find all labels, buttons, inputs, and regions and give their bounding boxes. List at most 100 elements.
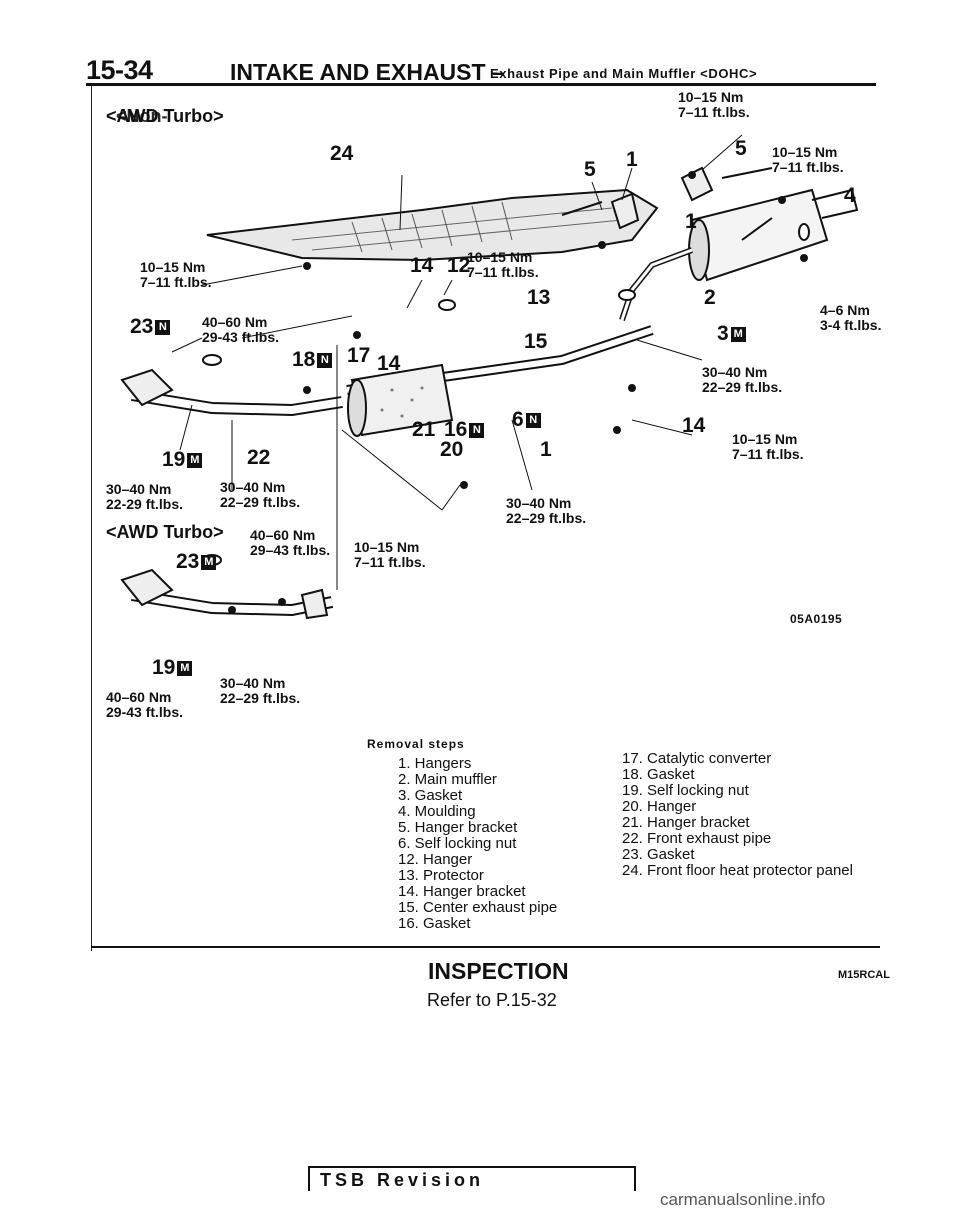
- removal-step: 1. Hangers: [398, 755, 472, 772]
- callout-number: 5: [584, 158, 596, 181]
- torque-imperial: 22-29 ft.lbs.: [106, 496, 184, 512]
- callout-number: 5: [735, 137, 747, 160]
- callout-number: 3: [717, 322, 729, 345]
- callout-number: 21: [412, 418, 436, 441]
- callout-number: 1: [540, 438, 552, 461]
- removal-step: 2. Main muffler: [398, 771, 497, 788]
- heat-protector-panel: [206, 188, 659, 262]
- callout-number: 19: [152, 656, 176, 679]
- callout: 20: [440, 438, 463, 462]
- callout-number: 17: [347, 344, 371, 367]
- torque-metric: 10–15 Nm: [354, 539, 420, 555]
- inspection-code: M15RCAL: [838, 969, 890, 981]
- front-exhaust-pipe: [120, 368, 343, 417]
- torque-metric: 30–40 Nm: [220, 479, 286, 495]
- callout: 14: [410, 254, 433, 278]
- torque-imperial: 7–11 ft.lbs.: [140, 274, 212, 290]
- removal-step: 23. Gasket: [622, 846, 695, 863]
- torque-metric: 40–60 Nm: [202, 314, 268, 330]
- section-rule: [91, 946, 880, 948]
- torque-metric: 40–60 Nm: [106, 689, 172, 705]
- removal-step: 5. Hanger bracket: [398, 819, 518, 836]
- removal-step: 6. Self locking nut: [398, 835, 517, 852]
- torque-imperial: 22–29 ft.lbs.: [220, 690, 301, 706]
- removal-step: 16. Gasket: [398, 915, 471, 932]
- removal-step: 3. Gasket: [398, 787, 463, 804]
- main-muffler: [619, 188, 859, 321]
- torque-metric: 30–40 Nm: [106, 481, 172, 497]
- figure-code: 05A0195: [790, 612, 843, 626]
- torque-imperial: 29–43 ft.lbs.: [250, 542, 331, 558]
- removal-step: 20. Hanger: [622, 798, 697, 815]
- torque-imperial: 7–11 ft.lbs.: [772, 159, 844, 175]
- torque-imperial: 22–29 ft.lbs.: [702, 379, 783, 395]
- tsb-revision-box: TSB Revision: [308, 1166, 636, 1191]
- callout-number: 18: [292, 348, 316, 371]
- callout-number: 19: [162, 448, 186, 471]
- callout: 5: [735, 137, 747, 161]
- callout: 2: [704, 286, 716, 310]
- removal-step: 15. Center exhaust pipe: [398, 899, 558, 916]
- removal-step: 24. Front floor heat protector panel: [622, 862, 853, 879]
- removal-step: 17. Catalytic converter: [622, 750, 772, 767]
- callout-number: 12: [447, 254, 471, 277]
- torque-imperial: 29-43 ft.lbs.: [202, 329, 280, 345]
- callout: 12: [447, 254, 470, 278]
- callout-number: 2: [704, 286, 716, 309]
- part-marker-badge: N: [525, 412, 541, 428]
- part-marker-badge: N: [469, 422, 485, 438]
- callout: 22: [247, 446, 270, 470]
- callout-number: 23: [176, 550, 200, 573]
- torque-metric: 4–6 Nm: [820, 302, 870, 318]
- part-marker-badge: N: [155, 319, 171, 335]
- variant-label-bottom: <AWD Turbo>: [106, 522, 224, 542]
- callout-number: 23: [130, 315, 154, 338]
- part-marker-badge: M: [177, 660, 193, 676]
- section-title: INTAKE AND EXHAUST –: [230, 59, 505, 85]
- torque-imperial: 22–29 ft.lbs.: [220, 494, 301, 510]
- callout-number: 1: [626, 148, 638, 171]
- callout-number: 6: [512, 408, 524, 431]
- part-marker-badge: M: [730, 326, 746, 342]
- callout-number: 24: [330, 142, 354, 165]
- torque-metric: 40–60 Nm: [250, 527, 316, 543]
- callout: 5: [584, 158, 596, 182]
- removal-step: 18. Gasket: [622, 766, 695, 783]
- removal-step: 22. Front exhaust pipe: [622, 830, 772, 847]
- callout: 21: [412, 418, 435, 442]
- diagram-artwork: [120, 134, 859, 620]
- inspection-reference: Refer to P.15-32: [427, 990, 557, 1010]
- catalytic-converter: [347, 363, 454, 437]
- torque-metric: 10–15 Nm: [678, 89, 744, 105]
- page-number: 15-34: [86, 55, 153, 85]
- watermark: carmanualsonline.info: [660, 1190, 826, 1209]
- callout: 14: [377, 352, 400, 376]
- front-exhaust-pipe-awd: [120, 568, 334, 620]
- callout: 15: [524, 330, 547, 354]
- torque-metric: 30–40 Nm: [220, 675, 286, 691]
- inspection-heading: INSPECTION: [428, 958, 569, 984]
- removal-step: 21. Hanger bracket: [622, 814, 750, 831]
- variant-label-top-overlap: <Non-: [116, 106, 168, 126]
